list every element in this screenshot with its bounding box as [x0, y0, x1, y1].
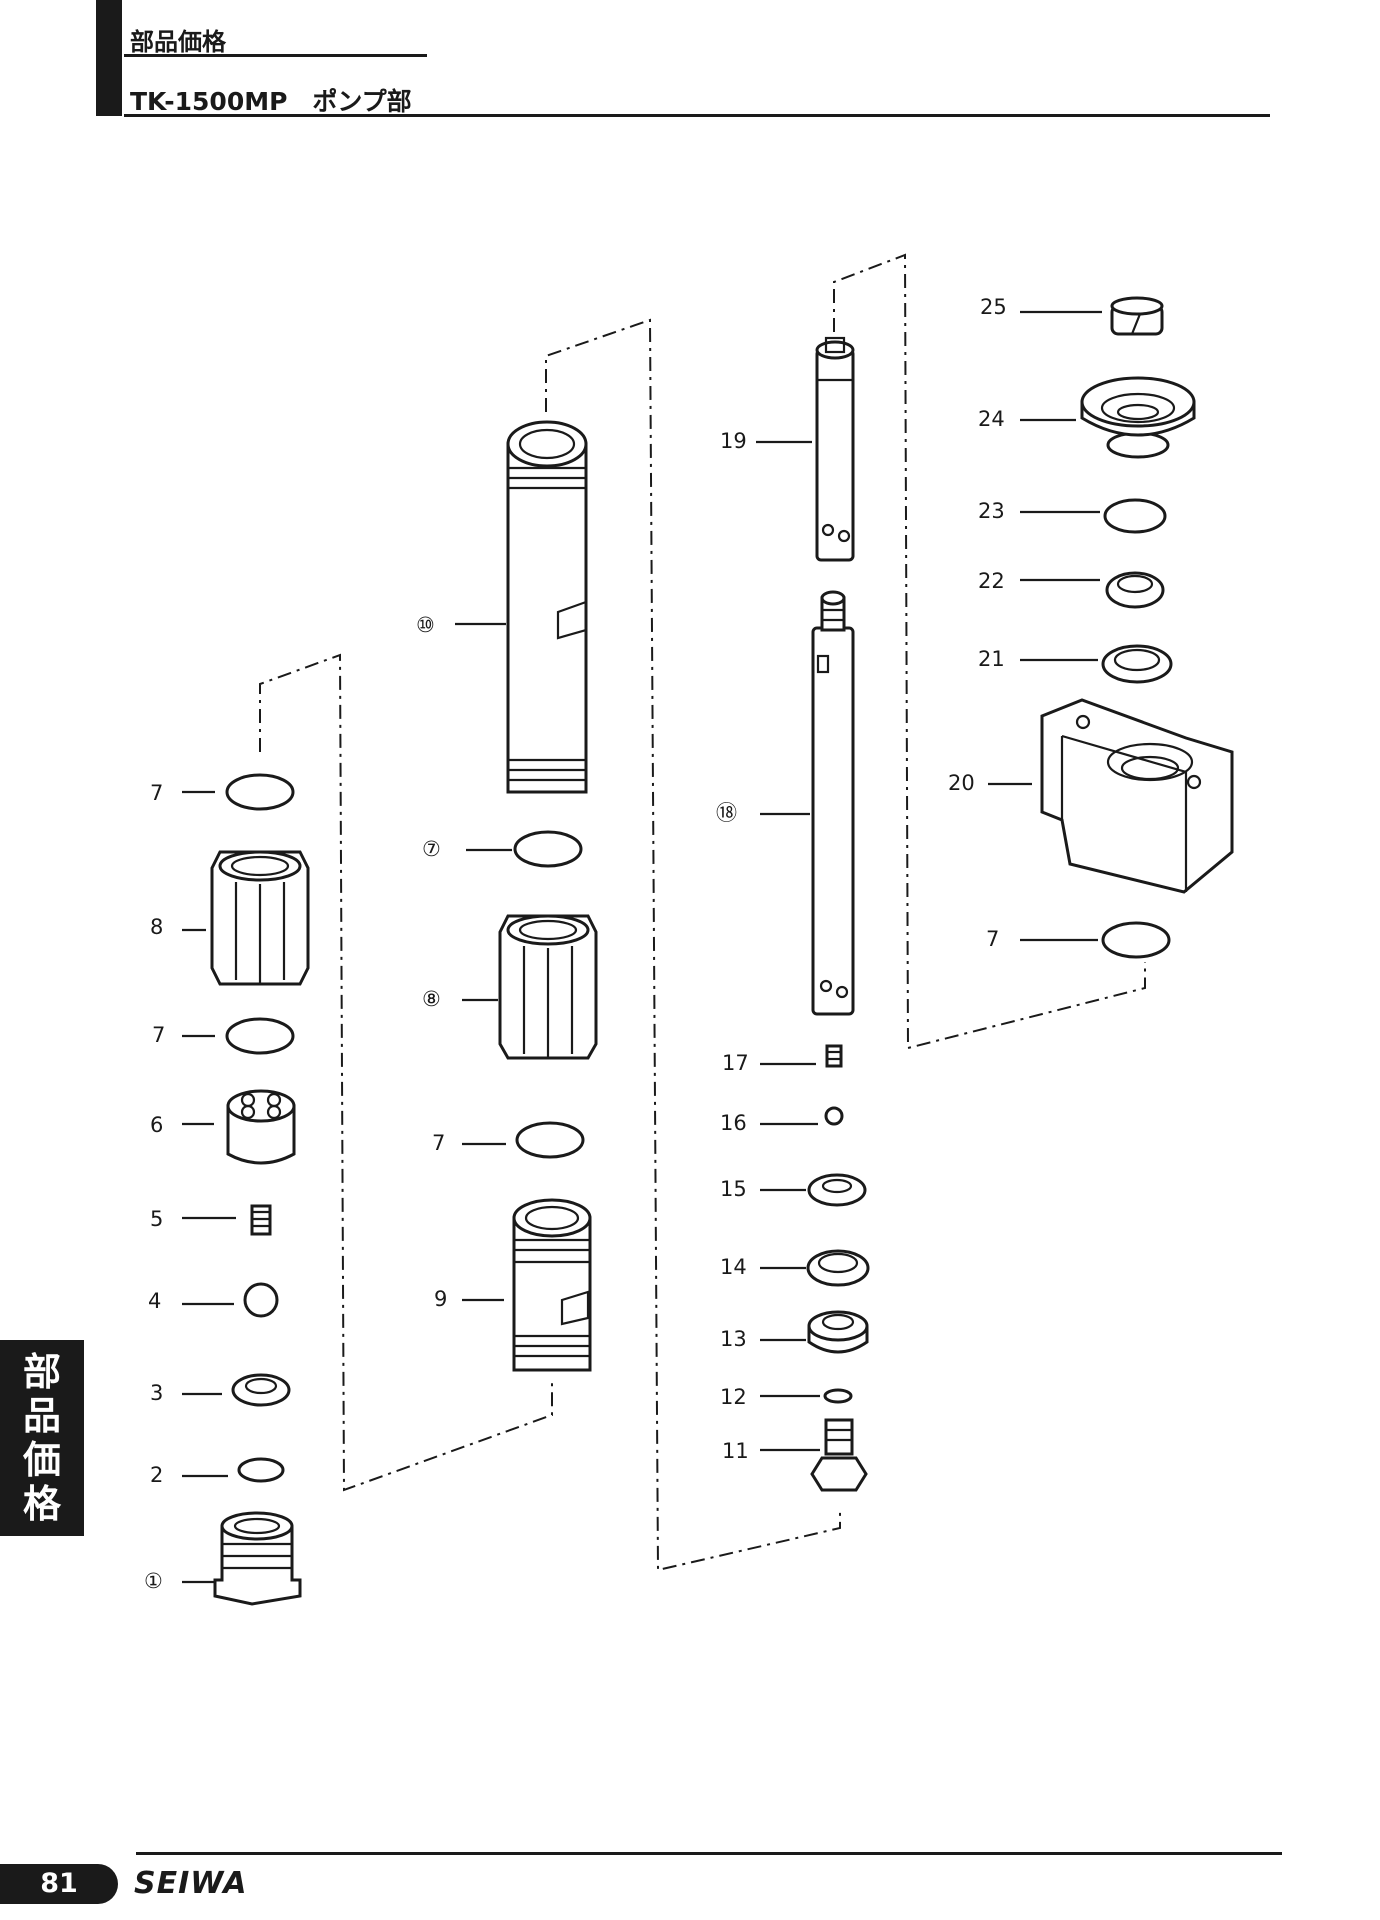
callout-16: 16 [720, 1111, 747, 1135]
part-1-inlet-fitting [213, 1511, 302, 1606]
callout-5: 5 [150, 1207, 163, 1231]
callout-8: 8 [150, 915, 163, 939]
part-8-nut-left [210, 850, 310, 986]
callout-23: 23 [978, 499, 1005, 523]
side-tab-char: 品 [22, 1394, 61, 1438]
section-rule [124, 54, 427, 57]
part-16-small-ball [824, 1106, 844, 1126]
part-15-washer [807, 1173, 867, 1207]
assembly-line-middle [545, 318, 841, 1572]
part-7-oring-right [1101, 921, 1171, 959]
callout-10: ⑩ [416, 613, 435, 637]
part-7-oring-lower-mid [515, 1121, 585, 1159]
page-number: 81 [0, 1864, 118, 1904]
callout-13: 13 [720, 1327, 747, 1351]
part-7-oring-mid [513, 830, 583, 868]
callout-3: 3 [150, 1381, 163, 1405]
part-3-seat-washer [231, 1373, 291, 1407]
part-9-connector [512, 1198, 592, 1372]
callout-24: 24 [978, 407, 1005, 431]
part-5-spring [250, 1204, 272, 1236]
part-23-oring [1103, 498, 1167, 534]
section-title: 部品価格 [130, 28, 226, 56]
callout-12: 12 [720, 1385, 747, 1409]
side-tab-char: 部 [22, 1350, 61, 1394]
side-index-tab: 部 品 価 格 [0, 1340, 84, 1536]
page-title: TK-1500MP ポンプ部 [130, 87, 412, 116]
assembly-line-right [833, 253, 1146, 1050]
callout-7: ⑦ [422, 837, 441, 861]
part-19-piston-rod [815, 336, 855, 562]
part-8-nut-mid [498, 914, 598, 1060]
callout-9: 9 [434, 1287, 447, 1311]
part-2-small-oring [237, 1457, 285, 1483]
part-25-collar [1110, 296, 1164, 336]
callout-7: 7 [152, 1023, 165, 1047]
callout-20: 20 [948, 771, 975, 795]
callout-7: 7 [432, 1131, 445, 1155]
part-22-ring [1105, 571, 1165, 609]
side-tab-char: 価 [22, 1438, 61, 1482]
callout-1: ① [144, 1569, 163, 1593]
part-7-oring-top-left [225, 773, 295, 811]
callout-22: 22 [978, 569, 1005, 593]
callout-15: 15 [720, 1177, 747, 1201]
part-10-cylinder-tube [506, 420, 588, 794]
part-13-packing [807, 1310, 869, 1354]
brand-logo: SEIWA [134, 1866, 248, 1901]
callout-7: 7 [150, 781, 163, 805]
leader-lines [182, 310, 1102, 1584]
callout-19: 19 [720, 429, 747, 453]
callout-11: 11 [722, 1439, 749, 1463]
part-12-small-oring [823, 1388, 853, 1404]
title-rule [124, 114, 1270, 117]
footer-rule [136, 1852, 1282, 1855]
callout-14: 14 [720, 1255, 747, 1279]
callout-18: ⑱ [716, 801, 737, 825]
side-tab-char: 格 [22, 1482, 61, 1526]
part-7-oring-mid-left [225, 1017, 295, 1055]
callout-4: 4 [148, 1289, 161, 1313]
part-17-small-spring [825, 1044, 843, 1068]
callout-8: ⑧ [422, 987, 441, 1011]
header-accent-bar [96, 0, 122, 116]
callout-7: 7 [986, 927, 999, 951]
callout-17: 17 [722, 1051, 749, 1075]
part-18-plunger [811, 590, 855, 1016]
part-21-packing [1101, 644, 1173, 684]
part-14-packing [806, 1249, 870, 1287]
part-4-ball [243, 1282, 279, 1318]
part-11-discharge-nipple [810, 1418, 868, 1492]
callout-2: 2 [150, 1463, 163, 1487]
part-6-valve-seat [226, 1089, 296, 1165]
callout-21: 21 [978, 647, 1005, 671]
part-20-pump-housing [1040, 698, 1234, 894]
callout-25: 25 [980, 295, 1007, 319]
callout-6: 6 [150, 1113, 163, 1137]
part-24-gland [1080, 376, 1196, 459]
